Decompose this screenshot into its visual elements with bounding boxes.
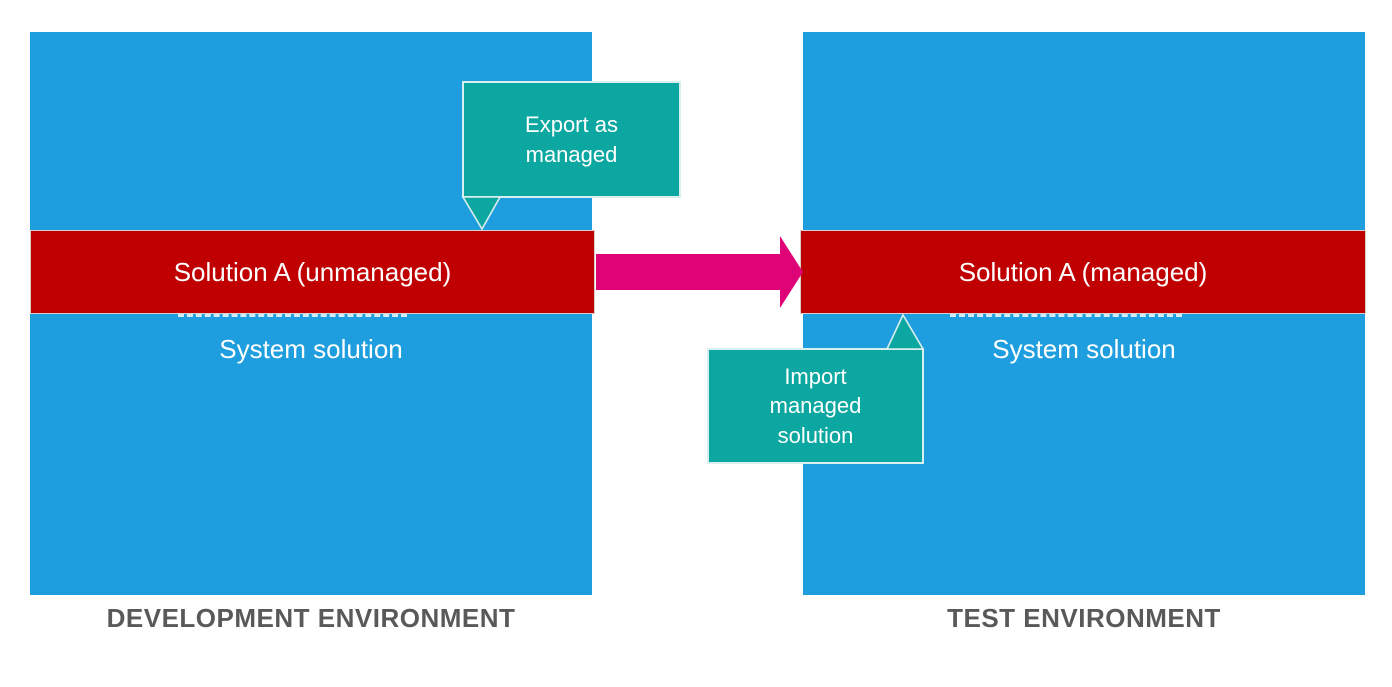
test-environment-caption: TEST ENVIRONMENT xyxy=(947,603,1221,633)
system-solution-label-left: System solution xyxy=(219,334,403,364)
import-callout-line3: solution xyxy=(777,422,854,448)
export-callout-line2: managed xyxy=(525,141,618,167)
solution-a-unmanaged-label: Solution A (unmanaged) xyxy=(173,256,452,287)
import-callout-line1: Import xyxy=(784,364,847,390)
export-as-managed-callout: Export as managed xyxy=(462,81,681,198)
solution-a-managed-label: Solution A (managed) xyxy=(958,256,1208,287)
dashed-layer-boundary-left xyxy=(178,314,407,317)
dashed-layer-boundary-right xyxy=(950,314,1182,317)
system-solution-label-right: System solution xyxy=(992,334,1176,364)
development-environment-caption: DEVELOPMENT ENVIRONMENT xyxy=(106,603,516,633)
import-managed-solution-callout: Import managed solution xyxy=(707,348,924,464)
export-callout-line1: Export as xyxy=(525,112,618,138)
right-arrow-icon xyxy=(596,236,803,308)
solution-a-managed-band: Solution A (managed) xyxy=(800,230,1366,314)
import-callout-line2: managed xyxy=(769,393,862,419)
solution-a-unmanaged-band: Solution A (unmanaged) xyxy=(30,230,595,314)
